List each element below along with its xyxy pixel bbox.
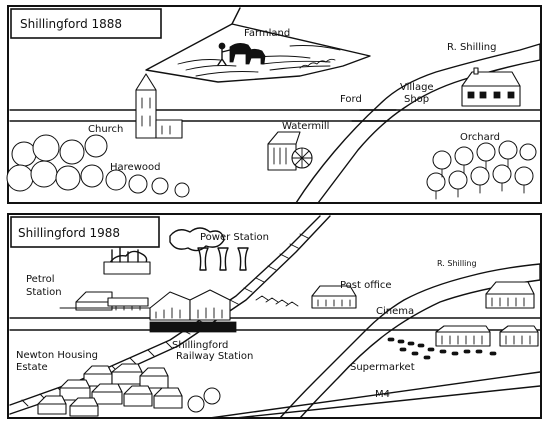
label-river-1988: R. Shilling xyxy=(437,259,477,268)
orchard-trees xyxy=(426,140,537,200)
post-office-icon xyxy=(255,285,357,309)
map-1888-title: Shillingford 1888 xyxy=(20,17,122,31)
label-harewood: Harewood xyxy=(110,162,160,173)
label-railway-station-line1: Shillingford xyxy=(172,340,228,351)
petrol-station-icon xyxy=(59,291,151,311)
label-petrol-line1: Petrol xyxy=(26,274,55,285)
river-1888 xyxy=(295,43,541,204)
map-1888: Shillingford 1888 Farmland xyxy=(6,5,542,204)
label-railway-station-line2: Railway Station xyxy=(176,351,253,362)
church-icon xyxy=(135,73,183,139)
label-petrol-line2: Station xyxy=(26,287,62,298)
label-village-shop-line1: Village xyxy=(400,82,434,93)
label-newton-housing-line1: Newton Housing xyxy=(16,350,98,361)
label-farmland: Farmland xyxy=(244,28,290,39)
map-1888-title-box xyxy=(10,8,162,39)
label-river-1888: R. Shilling xyxy=(447,42,496,53)
label-ford: Ford xyxy=(340,94,362,105)
power-station-icon xyxy=(103,227,249,275)
label-motorway-m4: M4 xyxy=(375,389,390,400)
map-1988-title-box xyxy=(10,216,160,248)
map-1988: Shillingford 1988 Power Station R. Shill… xyxy=(7,213,542,419)
car-park xyxy=(387,337,497,360)
newton-housing-estate xyxy=(37,363,221,417)
watermill-icon xyxy=(267,131,313,171)
label-church: Church xyxy=(88,124,123,135)
label-supermarket: Supermarket xyxy=(350,362,415,373)
label-orchard: Orchard xyxy=(460,132,500,143)
plough-horses-icon xyxy=(217,42,266,66)
village-shop-building-icon xyxy=(461,67,521,107)
map-1988-title: Shillingford 1988 xyxy=(18,226,120,240)
label-power-station: Power Station xyxy=(200,232,269,243)
label-watermill: Watermill xyxy=(282,121,329,132)
railway-station-icon xyxy=(149,289,237,333)
harewood-trees xyxy=(6,134,190,198)
label-newton-housing-line2: Estate xyxy=(16,362,48,373)
supermarket-icon xyxy=(435,325,539,347)
road-1888 xyxy=(9,109,541,122)
motorway-m4 xyxy=(209,371,541,419)
label-village-shop-line2: Shop xyxy=(404,94,429,105)
label-cinema: Cinema xyxy=(376,306,414,317)
label-post-office: Post office xyxy=(340,280,392,291)
cinema-icon xyxy=(485,281,535,309)
